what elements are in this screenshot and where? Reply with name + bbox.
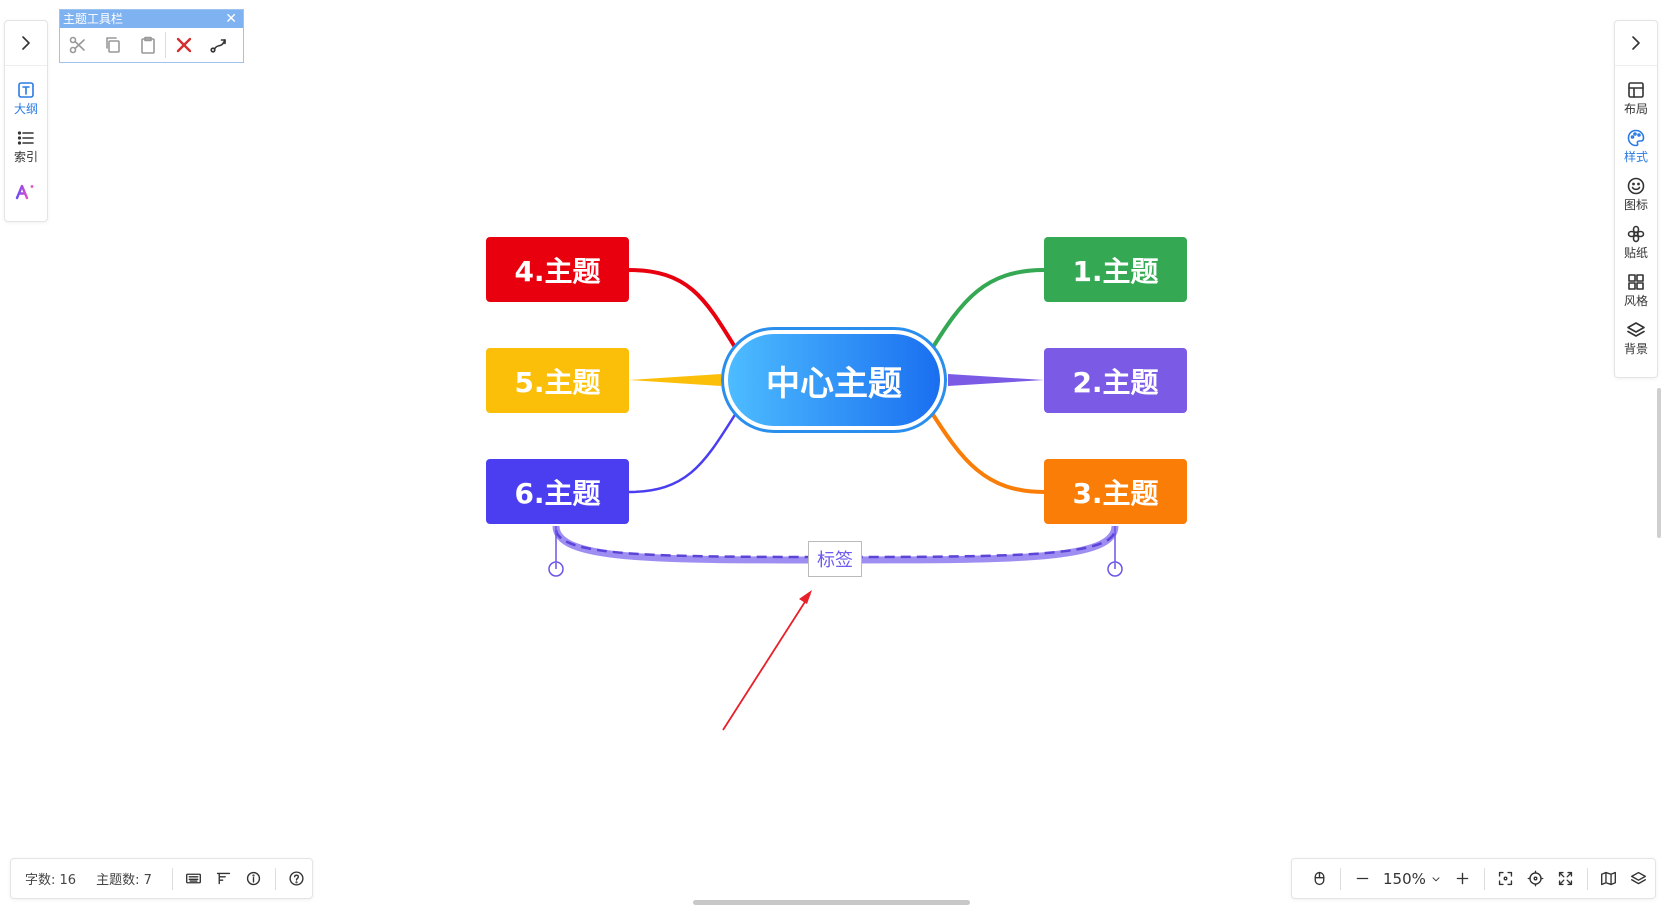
index-icon	[17, 131, 34, 145]
left-sidebar: 大纲 索引	[4, 20, 48, 222]
fullscreen-icon	[1559, 871, 1573, 886]
paste-button[interactable]	[130, 28, 165, 62]
plus-icon	[1457, 872, 1469, 885]
sidebar-item-label: 贴纸	[1623, 246, 1648, 260]
branch-3	[928, 408, 1045, 494]
topic-toolbar: 主题工具栏 ✕	[59, 9, 244, 63]
keyboard-button[interactable]	[179, 864, 209, 894]
sidebar-item-label: 背景	[1623, 342, 1648, 356]
zoom-select[interactable]: 150%	[1377, 870, 1448, 888]
topic-1[interactable]: 1.主题	[1044, 237, 1187, 302]
sidebar-item-outline[interactable]: 大纲	[5, 75, 47, 121]
outline-icon	[18, 82, 34, 98]
help-icon	[289, 871, 304, 886]
sidebar-item-stickers[interactable]: 贴纸	[1615, 219, 1657, 265]
locate-button[interactable]	[1521, 864, 1551, 894]
palette-icon	[1627, 129, 1645, 147]
sidebar-item-style[interactable]: 样式	[1615, 123, 1657, 169]
layers-icon	[1631, 871, 1647, 885]
info-button[interactable]	[239, 864, 269, 894]
paste-icon	[140, 36, 155, 54]
summary-label-input[interactable]: 标签	[808, 541, 862, 577]
close-icon[interactable]: ✕	[225, 11, 237, 27]
sidebar-item-icons[interactable]: 图标	[1615, 171, 1657, 217]
right-sidebar: 布局 样式 图标 贴纸 风格 背景	[1614, 20, 1658, 378]
fullscreen-button[interactable]	[1551, 864, 1581, 894]
minus-icon	[1356, 877, 1368, 880]
status-bar: 字数: 16 主题数: 7	[10, 858, 313, 899]
branch-4	[628, 268, 740, 354]
delete-button[interactable]	[166, 28, 201, 62]
flower-icon	[1627, 225, 1645, 243]
ai-icon	[15, 184, 34, 200]
annotation-arrow-head	[799, 590, 812, 604]
word-count: 字数: 16	[25, 873, 77, 888]
branch-2	[948, 374, 1044, 386]
topic-toolbar-titlebar: 主题工具栏 ✕	[60, 10, 243, 28]
cut-button[interactable]	[60, 28, 95, 62]
center-topic[interactable]: 中心主题	[721, 327, 947, 433]
sidebar-item-label: 布局	[1623, 102, 1648, 116]
smile-icon	[1627, 177, 1645, 195]
fit-icon	[1499, 871, 1513, 886]
map-icon	[1601, 871, 1617, 886]
structure-icon	[217, 872, 231, 885]
topic-3[interactable]: 3.主题	[1044, 459, 1187, 524]
annotation-arrow	[722, 593, 811, 731]
sidebar-item-label: 风格	[1623, 294, 1648, 308]
structure-button[interactable]	[209, 864, 239, 894]
mouse-icon	[1314, 871, 1324, 886]
keyboard-icon	[186, 873, 202, 884]
zoom-in-button[interactable]	[1448, 864, 1478, 894]
sidebar-item-background[interactable]: 背景	[1615, 315, 1657, 361]
zoom-value: 150%	[1383, 869, 1426, 888]
left-sidebar-toggle[interactable]	[5, 21, 47, 66]
relation-button[interactable]	[201, 28, 236, 62]
branch-1	[928, 268, 1045, 354]
sidebar-item-ai[interactable]	[5, 169, 47, 215]
copy-icon	[105, 37, 120, 53]
vertical-scrollbar[interactable]	[1657, 388, 1661, 538]
sidebar-item-label: 索引	[13, 150, 38, 164]
layers-icon	[1627, 322, 1645, 337]
sidebar-item-label: 大纲	[13, 102, 38, 116]
chevron-right-icon	[22, 36, 30, 50]
sidebar-item-label: 图标	[1623, 198, 1648, 212]
mouse-mode-button[interactable]	[1304, 864, 1334, 894]
help-button[interactable]	[282, 864, 312, 894]
horizontal-scrollbar[interactable]	[693, 900, 970, 905]
topic-count: 主题数: 7	[96, 873, 152, 888]
topic-4[interactable]: 4.主题	[486, 237, 629, 302]
layout-icon	[1628, 82, 1644, 98]
relation-icon	[209, 39, 226, 53]
topic-6[interactable]: 6.主题	[486, 459, 629, 524]
chevron-right-icon	[1632, 36, 1640, 50]
info-icon	[247, 871, 261, 886]
sidebar-item-layout[interactable]: 布局	[1615, 75, 1657, 121]
zoom-out-button[interactable]	[1347, 864, 1377, 894]
topic-2[interactable]: 2.主题	[1044, 348, 1187, 413]
copy-button[interactable]	[95, 28, 130, 62]
center-topic-text: 中心主题	[728, 334, 940, 426]
delete-icon	[176, 37, 191, 53]
layers-button[interactable]	[1624, 864, 1654, 894]
right-sidebar-toggle[interactable]	[1615, 21, 1657, 66]
topic-toolbar-title: 主题工具栏	[63, 12, 124, 26]
target-icon	[1527, 870, 1544, 887]
cut-icon	[69, 36, 85, 54]
topic-5[interactable]: 5.主题	[486, 348, 629, 413]
branch-5	[629, 374, 721, 386]
sidebar-item-theme[interactable]: 风格	[1615, 267, 1657, 313]
zoom-bar: 150%	[1291, 858, 1656, 899]
summary-dash	[554, 529, 1117, 559]
sidebar-item-index[interactable]: 索引	[5, 123, 47, 169]
fit-canvas-button[interactable]	[1491, 864, 1521, 894]
chevron-down-icon	[1432, 876, 1440, 881]
sidebar-item-label: 样式	[1623, 150, 1648, 164]
minimap-button[interactable]	[1594, 864, 1624, 894]
grid-icon	[1628, 274, 1644, 290]
branch-6	[628, 409, 740, 494]
